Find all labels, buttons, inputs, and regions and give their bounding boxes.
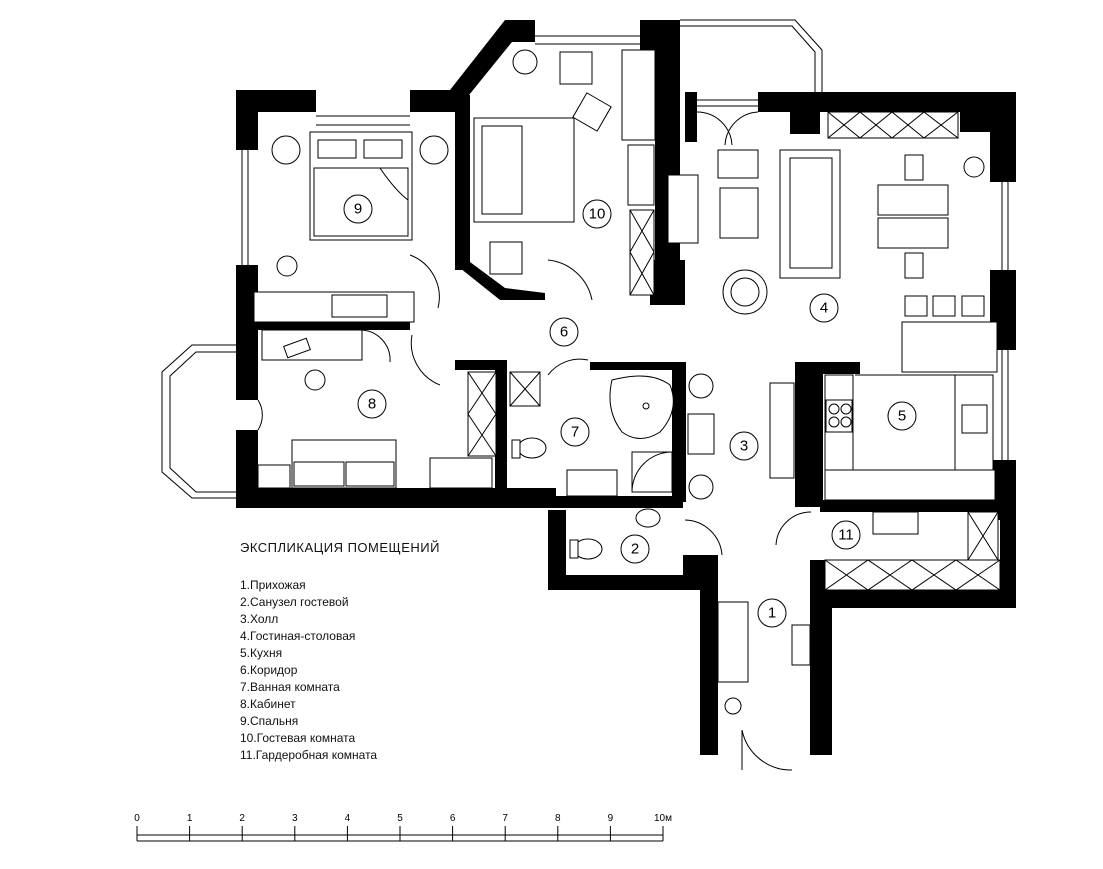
room-number-label: 7 bbox=[571, 424, 579, 441]
cabinet-furniture bbox=[257, 329, 497, 489]
scale-tick-label: 10м bbox=[654, 813, 672, 824]
kitchen-furniture bbox=[769, 321, 998, 501]
room-number-circle bbox=[560, 417, 590, 447]
room-number-circle bbox=[549, 317, 579, 347]
room-number-circle bbox=[887, 401, 917, 431]
room-number-label: 5 bbox=[898, 408, 906, 425]
room-number-6: 6 bbox=[549, 317, 579, 347]
windows bbox=[241, 35, 1009, 460]
scale-tick-label: 2 bbox=[239, 813, 245, 824]
legend-item: 2.Санузел гостевой bbox=[240, 595, 349, 609]
legend-list: 1.Прихожая 2.Санузел гостевой 3.Холл 4.Гост… bbox=[240, 577, 440, 764]
room-number-label: 9 bbox=[354, 201, 362, 218]
legend: ЭКСПЛИКАЦИЯ ПОМЕЩЕНИЙ 1.Прихожая 2.Санузе… bbox=[240, 540, 440, 764]
legend-item: 11.Гардеробная комната bbox=[240, 748, 378, 762]
legend-item: 8.Кабинет bbox=[240, 697, 296, 711]
room-number-circle bbox=[729, 431, 759, 461]
scale-tick-label: 9 bbox=[608, 813, 614, 824]
room-number-label: 6 bbox=[560, 324, 568, 341]
legend-item: 5.Кухня bbox=[240, 646, 283, 660]
living-room-furniture bbox=[667, 111, 985, 317]
legend-item: 6.Коридор bbox=[240, 663, 298, 677]
bedroom-furniture bbox=[253, 131, 449, 323]
room-number-label: 10 bbox=[589, 206, 606, 223]
room-number-label: 1 bbox=[768, 605, 776, 622]
scale-tick-label: 1 bbox=[187, 813, 193, 824]
legend-item: 1.Прихожая bbox=[240, 578, 306, 592]
room-number-label: 8 bbox=[368, 396, 376, 413]
room-number-circle bbox=[343, 194, 373, 224]
scale-tick-label: 6 bbox=[450, 813, 456, 824]
room-number-label: 4 bbox=[820, 300, 828, 317]
legend-title: ЭКСПЛИКАЦИЯ ПОМЕЩЕНИЙ bbox=[240, 540, 440, 555]
walls bbox=[236, 20, 1016, 755]
legend-item: 9.Спальня bbox=[240, 714, 299, 728]
wardrobe-furniture bbox=[824, 511, 1001, 591]
room-numbers: 1 2 3 4 5 6 7 8 9 10 11 bbox=[343, 194, 917, 628]
room-number-5: 5 bbox=[887, 401, 917, 431]
guest-room-furniture bbox=[473, 49, 656, 301]
legend-item: 4.Гостиная-столовая bbox=[240, 629, 356, 643]
guest-wc-fixtures bbox=[569, 508, 723, 560]
legend-item: 3.Холл bbox=[240, 612, 279, 626]
legend-item: 10.Гостевая комната bbox=[240, 731, 356, 745]
room-number-label: 3 bbox=[740, 438, 748, 455]
scale-bar: 0 1 2 3 4 5 6 7 8 9 10м bbox=[134, 813, 672, 842]
scale-tick-label: 4 bbox=[345, 813, 351, 824]
bathroom-fixtures bbox=[509, 371, 674, 497]
room-number-circle bbox=[809, 293, 839, 323]
room-number-8: 8 bbox=[357, 389, 387, 419]
room-number-7: 7 bbox=[560, 417, 590, 447]
room-number-4: 4 bbox=[809, 293, 839, 323]
room-number-10: 10 bbox=[582, 199, 612, 229]
door-arcs bbox=[409, 254, 589, 386]
scale-tick-label: 3 bbox=[292, 813, 298, 824]
room-number-circle bbox=[582, 199, 612, 229]
room-number-circle bbox=[357, 389, 387, 419]
room-number-label: 2 bbox=[631, 541, 639, 558]
room-number-circle bbox=[831, 520, 861, 550]
scale-tick-label: 7 bbox=[502, 813, 508, 824]
room-number-circle bbox=[620, 534, 650, 564]
room-number-2: 2 bbox=[620, 534, 650, 564]
room-number-11: 11 bbox=[831, 520, 861, 550]
scale-tick-label: 5 bbox=[397, 813, 403, 824]
hall-furniture bbox=[687, 373, 812, 546]
room-number-9: 9 bbox=[343, 194, 373, 224]
scale-tick-label: 0 bbox=[134, 813, 140, 824]
room-number-1: 1 bbox=[757, 598, 787, 628]
legend-item: 7.Ванная комната bbox=[240, 680, 340, 694]
room-number-circle bbox=[757, 598, 787, 628]
scale-tick-label: 8 bbox=[555, 813, 561, 824]
balcony-outlines bbox=[161, 19, 823, 499]
room-number-label: 11 bbox=[838, 527, 854, 544]
entry-furniture bbox=[717, 601, 811, 771]
room-number-3: 3 bbox=[729, 431, 759, 461]
